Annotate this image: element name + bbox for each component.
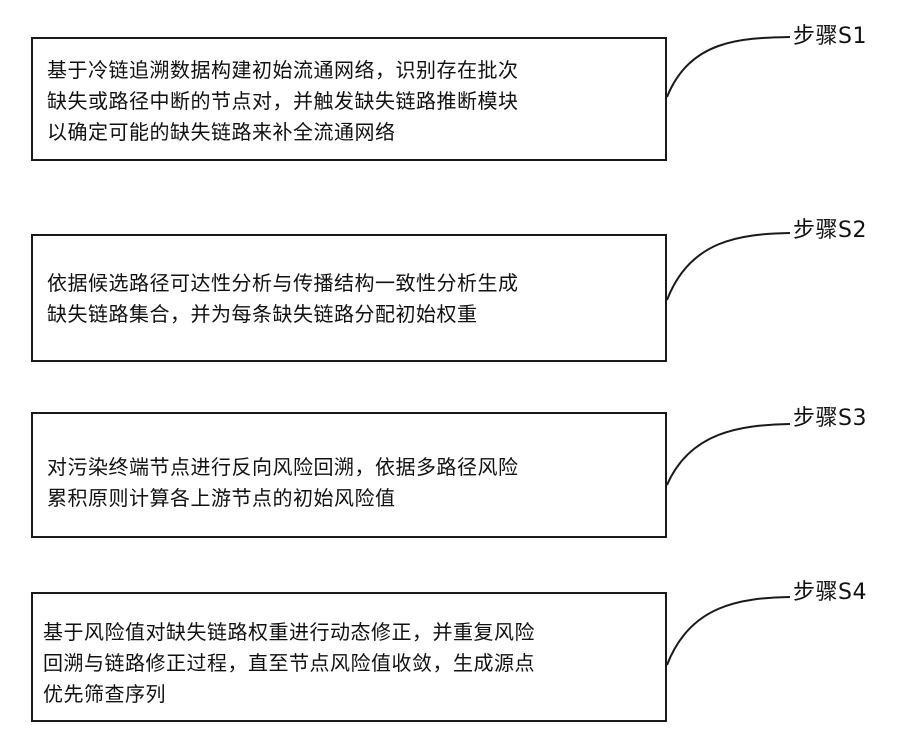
step-s3-line-2: 累积原则计算各上游节点的初始风险值 bbox=[47, 483, 519, 514]
step-s2-label: 步骤S2 bbox=[793, 218, 867, 244]
step-s2-text: 依据候选路径可达性分析与传播结构一致性分析生成 缺失链路集合，并为每条缺失链路分… bbox=[47, 268, 519, 330]
step-s4-label: 步骤S4 bbox=[793, 580, 867, 606]
step-s1-label: 步骤S1 bbox=[793, 24, 867, 50]
step-s4-line-1: 基于风险值对缺失链路权重进行动态修正，并重复风险 bbox=[43, 617, 535, 648]
step-s1-line-3: 以确定可能的缺失链路来补全流通网络 bbox=[47, 117, 519, 148]
step-s3-text: 对污染终端节点进行反向风险回溯，依据多路径风险 累积原则计算各上游节点的初始风险… bbox=[47, 452, 519, 514]
step-s3-line-1: 对污染终端节点进行反向风险回溯，依据多路径风险 bbox=[47, 452, 519, 483]
step-s4-text: 基于风险值对缺失链路权重进行动态修正，并重复风险 回溯与链路修正过程，直至节点风… bbox=[43, 617, 535, 710]
step-s4-connector bbox=[667, 597, 790, 665]
step-s3-label: 步骤S3 bbox=[793, 406, 867, 432]
step-s2-line-2: 缺失链路集合，并为每条缺失链路分配初始权重 bbox=[47, 299, 519, 330]
step-s1-text: 基于冷链追溯数据构建初始流通网络，识别存在批次 缺失或路径中断的节点对，并触发缺… bbox=[47, 55, 519, 148]
step-s2-connector bbox=[667, 233, 790, 300]
step-s3-connector bbox=[667, 424, 790, 485]
step-s1-connector bbox=[667, 37, 790, 97]
step-s2-line-1: 依据候选路径可达性分析与传播结构一致性分析生成 bbox=[47, 268, 519, 299]
step-s1-line-1: 基于冷链追溯数据构建初始流通网络，识别存在批次 bbox=[47, 55, 519, 86]
step-s4-line-2: 回溯与链路修正过程，直至节点风险值收敛，生成源点 bbox=[43, 648, 535, 679]
step-s4-line-3: 优先筛查序列 bbox=[43, 679, 535, 710]
step-s1-line-2: 缺失或路径中断的节点对，并触发缺失链路推断模块 bbox=[47, 86, 519, 117]
